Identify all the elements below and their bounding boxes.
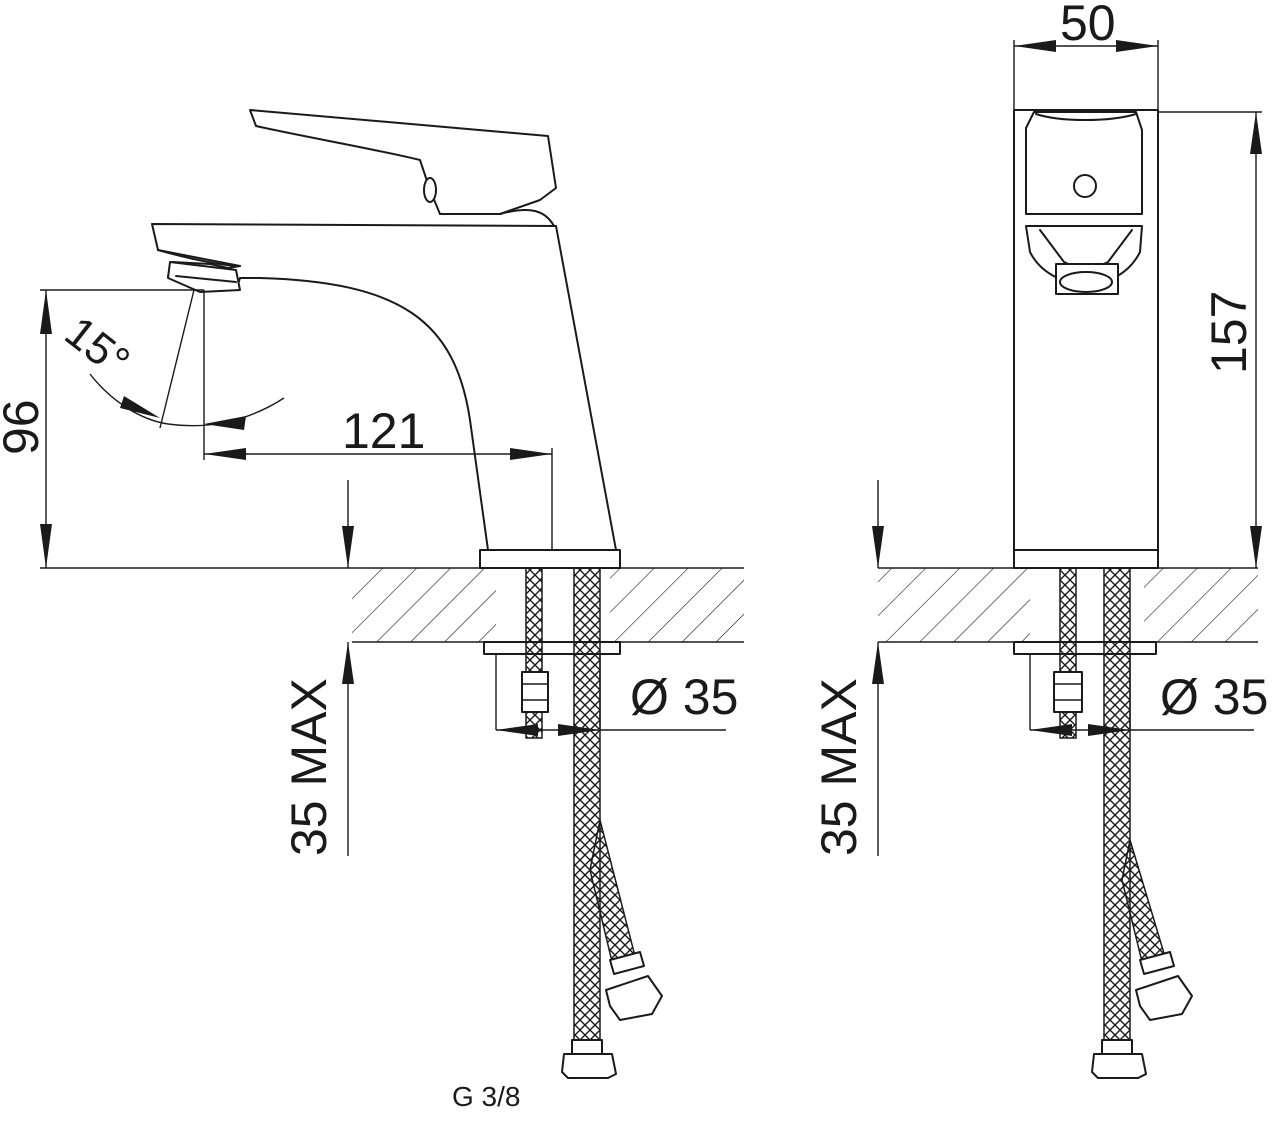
dimension-spout-reach: 121 <box>203 290 553 550</box>
side-countertop <box>40 567 744 643</box>
spout-angle-label: 15° <box>56 307 139 387</box>
dimension-spout-angle: 15° <box>56 289 285 430</box>
front-faucet-body <box>1013 109 1159 569</box>
side-mounting-assembly <box>483 567 663 1079</box>
hole-diameter-front-label: Ø 35 <box>1160 669 1268 725</box>
side-handle-lever <box>249 109 557 227</box>
outlet-height-label: 96 <box>0 399 49 455</box>
side-view: 96 121 15° 35 MAX <box>0 109 744 1112</box>
front-view: 50 157 35 MAX Ø 35 <box>811 0 1268 1079</box>
front-mounting-assembly <box>1013 567 1193 1079</box>
dimension-hole-diameter-front: Ø 35 <box>1029 654 1268 736</box>
max-thickness-side-label: 35 MAX <box>281 678 337 856</box>
dimension-max-thickness-side: 35 MAX <box>281 480 354 856</box>
hole-diameter-side-label: Ø 35 <box>630 669 738 725</box>
max-thickness-front-label: 35 MAX <box>811 678 867 856</box>
body-width-label: 50 <box>1060 0 1116 51</box>
dimension-hole-diameter-side: Ø 35 <box>495 654 738 736</box>
spout-reach-label: 121 <box>342 403 425 459</box>
dimension-body-width: 50 <box>1013 0 1159 110</box>
side-faucet-body <box>151 223 621 569</box>
total-height-label: 157 <box>1201 291 1257 374</box>
dimension-outlet-height: 96 <box>0 289 204 568</box>
connection-thread-label: G 3/8 <box>452 1081 520 1112</box>
dimension-max-thickness-front: 35 MAX <box>811 480 884 856</box>
dimension-total-height: 157 <box>1158 111 1262 568</box>
